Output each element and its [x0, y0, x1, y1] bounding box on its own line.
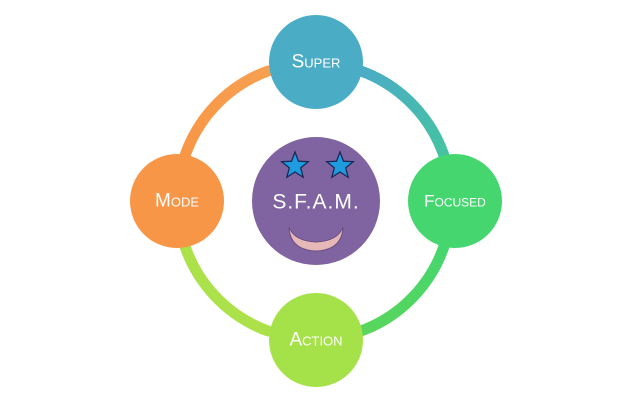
left-star-icon [279, 150, 311, 179]
center-label: S.F.A.M. [272, 191, 359, 214]
node-super: Super [269, 15, 363, 109]
center-circle [252, 137, 380, 265]
right-star-icon [324, 150, 356, 179]
node-action-label: Action [289, 330, 342, 351]
node-focused-label: Focused [424, 192, 486, 211]
node-mode: Mode [130, 154, 224, 248]
arc-super-to-focused [355, 65, 452, 168]
smile-icon [288, 226, 344, 252]
center-face: S.F.A.M. [252, 137, 380, 265]
node-action: Action [269, 293, 363, 387]
arc-focused-to-action [355, 234, 452, 337]
arc-action-to-mode [177, 234, 274, 337]
node-super-label: Super [292, 52, 341, 73]
node-mode-label: Mode [155, 191, 199, 212]
node-focused: Focused [408, 154, 502, 248]
arc-mode-to-super [177, 65, 274, 168]
